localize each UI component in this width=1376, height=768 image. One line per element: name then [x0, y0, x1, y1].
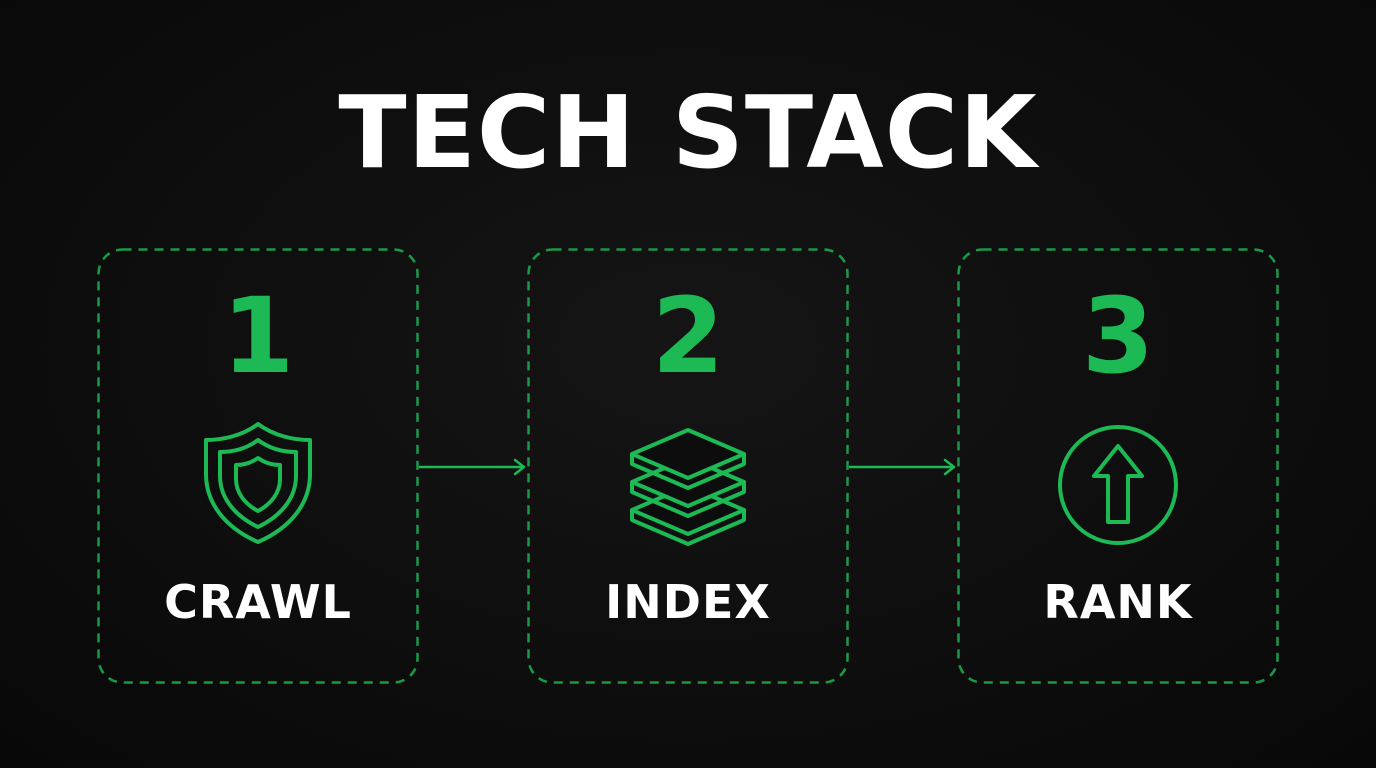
shield-icon — [204, 422, 312, 544]
step-card-rank: 3 RANK — [957, 248, 1279, 684]
arrow-up-circle-icon — [1058, 425, 1178, 545]
dashed-frame — [957, 248, 1279, 684]
step-card-crawl: 1 CRAWL — [97, 248, 419, 684]
stacked-layers-icon — [630, 428, 746, 546]
connector-arrow — [419, 458, 526, 476]
step-label: CRAWL — [164, 575, 352, 629]
connector-arrow — [849, 458, 956, 476]
step-number: 2 — [651, 275, 725, 397]
step-number: 3 — [1081, 275, 1155, 397]
step-label: INDEX — [605, 575, 771, 629]
dashed-frame — [97, 248, 419, 684]
step-card-index: 2 INDEX — [527, 248, 849, 684]
step-label: RANK — [1043, 575, 1193, 629]
page-title: TECH STACK — [338, 74, 1038, 191]
dashed-frame — [527, 248, 849, 684]
step-number: 1 — [221, 275, 295, 397]
